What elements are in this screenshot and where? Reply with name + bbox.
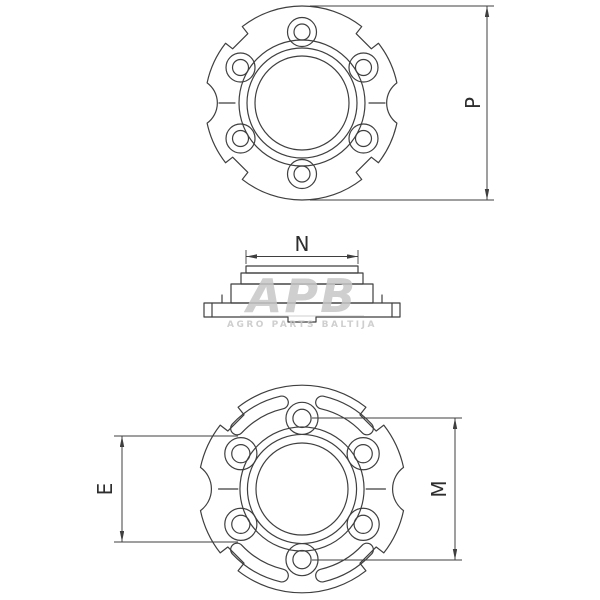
bolt-hole — [232, 445, 250, 463]
bolt-boss — [225, 123, 256, 154]
bolt-hole — [293, 23, 311, 41]
flange-outer-contour — [200, 385, 403, 593]
bolt-hole — [354, 129, 373, 148]
dimension-label-m: M — [427, 480, 451, 497]
center-bore — [254, 55, 350, 151]
dimension-p: P — [310, 5, 494, 201]
center-bore — [256, 443, 348, 535]
pilot-ring — [246, 47, 358, 159]
base-flange-profile — [203, 302, 401, 323]
watermark: APB AGRO PARTS BALTIJA — [227, 269, 377, 330]
bolt-pattern — [225, 402, 379, 575]
watermark-subtitle-text: AGRO PARTS BALTIJA — [227, 320, 377, 330]
bolt-hole — [231, 58, 250, 77]
arc-slot — [231, 396, 289, 435]
dimension-m: M — [312, 417, 462, 561]
bolt-hole — [354, 445, 372, 463]
flange-outer-contour — [206, 5, 398, 201]
bolt-hole — [293, 165, 311, 183]
hub-ring — [240, 427, 364, 551]
dimension-e: E — [93, 435, 238, 543]
watermark-logo-text: APB — [244, 269, 357, 323]
dimension-label-p: P — [461, 97, 485, 109]
bolt-hole — [293, 551, 311, 569]
bolt-boss — [347, 438, 379, 470]
flange-side-view — [203, 265, 401, 323]
dimension-label-n: N — [295, 232, 310, 256]
dimension-n: N — [245, 232, 359, 264]
bolt-hole — [354, 58, 373, 77]
flange-back-view — [200, 385, 403, 593]
bolt-boss — [348, 52, 379, 83]
bolt-hole — [293, 409, 311, 427]
bolt-boss — [348, 123, 379, 154]
pilot-ring — [247, 434, 356, 543]
bolt-boss — [347, 508, 379, 540]
flange-front-view — [206, 5, 398, 201]
bolt-hole — [354, 515, 372, 533]
bolt-boss — [286, 158, 318, 190]
dimension-label-e: E — [93, 483, 117, 496]
arc-slot — [316, 543, 374, 582]
lightening-slots — [231, 396, 374, 582]
bolt-boss — [225, 52, 256, 83]
bolt-boss — [225, 508, 257, 540]
bolt-hole — [231, 129, 250, 148]
bolt-boss — [286, 16, 318, 48]
bolt-boss — [225, 438, 257, 470]
hub-ring — [238, 39, 366, 167]
bolt-pattern — [225, 16, 379, 190]
arc-slot — [316, 396, 374, 435]
arc-slot — [231, 543, 289, 582]
bolt-hole — [232, 515, 250, 533]
